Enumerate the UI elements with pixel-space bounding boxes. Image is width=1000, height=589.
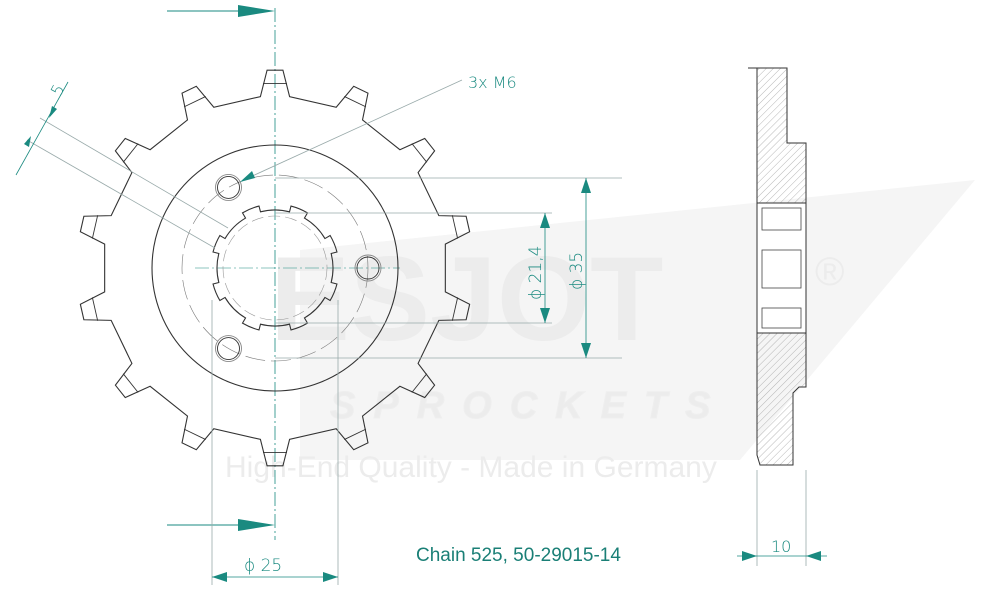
tooth-tip-mark	[183, 96, 206, 108]
spline-diameter-label: ϕ 21,4	[526, 246, 546, 300]
watermark-subtitle: SPROCKETS	[330, 385, 728, 427]
diameter-extension-lines	[275, 177, 622, 359]
bore-diameter-dimension	[211, 300, 339, 585]
offset-dimension	[15, 81, 229, 249]
bore-diameter-label: ϕ 25	[244, 556, 282, 576]
bolt-circle	[181, 174, 369, 362]
tooth-tip-mark	[183, 428, 206, 440]
spline-bore	[212, 205, 338, 331]
tooth-tip-mark	[344, 96, 367, 108]
spline-minor-circle	[222, 215, 328, 321]
bolt-hole	[217, 337, 240, 360]
bolt-circle-diameter-label: ϕ 35	[567, 252, 587, 290]
tooth-tip-mark	[411, 373, 428, 393]
tooth-tip-mark	[122, 373, 139, 393]
sprocket-teeth-outline	[79, 69, 471, 467]
tooth-tip-marks	[91, 82, 459, 454]
bolt-hole	[215, 335, 242, 362]
side-view-section	[748, 67, 807, 466]
tooth-tip-mark	[91, 297, 99, 321]
tooth-tip-mark	[451, 297, 459, 321]
bolt-hole	[354, 254, 382, 282]
tooth-tip-mark	[122, 143, 139, 163]
thickness-label: 10	[771, 537, 791, 556]
watermark-tagline: High-End Quality - Made in Germany	[225, 451, 717, 484]
watermark-brand: ESJOT	[270, 232, 663, 366]
part-caption: Chain 525, 50-29015-14	[416, 545, 621, 566]
watermark-registered: ®	[815, 250, 844, 294]
diameter-arrows	[540, 178, 591, 358]
watermark: ESJOT ® SPROCKETS High-End Quality - Mad…	[225, 180, 975, 484]
section-arrow-bottom	[167, 519, 275, 531]
bolt-hole	[356, 256, 380, 280]
offset-label: 5	[47, 81, 69, 99]
bolt-hole	[217, 176, 240, 199]
bolt-hole	[215, 174, 242, 201]
tooth-tip-mark	[411, 143, 428, 163]
bolt-leader-arrow	[240, 171, 255, 182]
bolt-leader-line	[247, 79, 463, 179]
tooth-tip-mark	[91, 215, 99, 239]
section-arrow-top	[167, 5, 275, 17]
bolt-holes	[215, 174, 382, 362]
thickness-dimension	[737, 470, 827, 566]
bolt-label: 3x M6	[468, 73, 517, 92]
hub-circle	[151, 144, 399, 392]
tooth-tip-mark	[451, 215, 459, 239]
tooth-tip-mark	[344, 428, 367, 440]
